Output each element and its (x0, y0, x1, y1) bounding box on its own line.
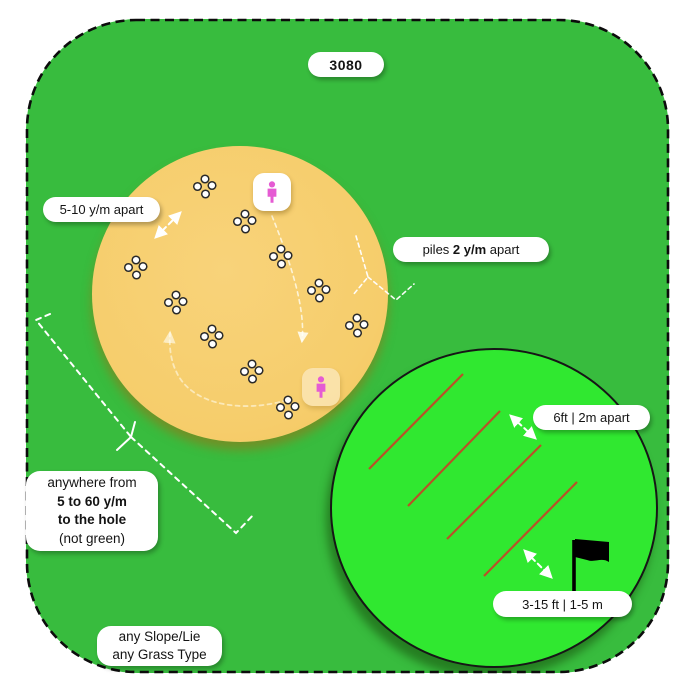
putting-green (330, 348, 658, 668)
distance-note-line: (not green) (58, 530, 126, 546)
person-icon (316, 376, 326, 398)
distance-note-line: anywhere from (47, 475, 137, 490)
distance-note-line: to the hole (57, 512, 127, 527)
piles-gap-label-value: 2 y/m (452, 242, 487, 257)
drill-number-badge: 3080 (308, 52, 384, 77)
conditions-note: any Slope/Lie any Grass Type (97, 626, 222, 666)
hole-gap-label: 3-15 ft | 1-5 m (493, 591, 632, 617)
distance-note: anywhere from 5 to 60 y/m to the hole (n… (26, 471, 158, 551)
fairway-area (26, 19, 669, 673)
sand-drop-zone (92, 146, 388, 442)
distance-note-line: 5 to 60 y/m (57, 493, 127, 509)
conditions-note-line: any Grass Type (112, 647, 207, 662)
line-gap-label: 6ft | 2m apart (533, 405, 650, 430)
player-icon (302, 368, 340, 406)
person-icon (267, 181, 277, 203)
pile-spacing-label: 5-10 y/m apart (43, 197, 160, 222)
piles-gap-label: piles 2 y/m apart (393, 237, 549, 262)
conditions-note-line: any Slope/Lie (118, 628, 201, 644)
player-icon (253, 173, 291, 211)
piles-gap-label-prefix: piles (422, 242, 453, 257)
piles-gap-label-suffix: apart (486, 242, 520, 257)
